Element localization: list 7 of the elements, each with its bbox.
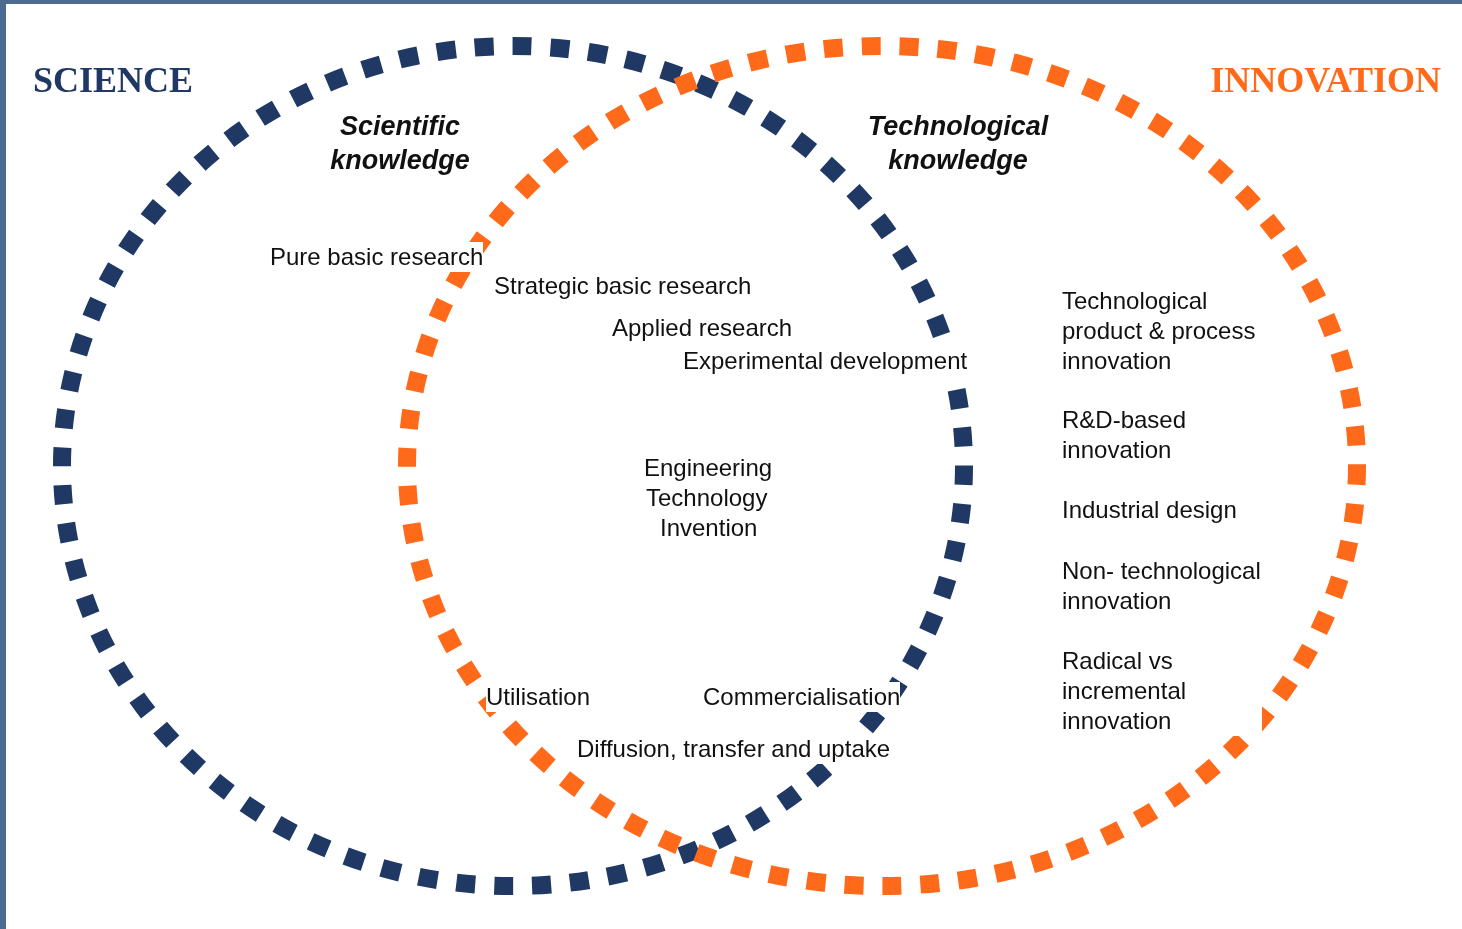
circle-heading: SCIENCE xyxy=(33,59,194,102)
label-text: Pure basic research xyxy=(270,242,484,272)
knowledge-heading: Scientific knowledge xyxy=(329,110,471,177)
label-text: Diffusion, transfer and uptake xyxy=(577,734,891,764)
label-text: Commercialisation xyxy=(703,682,901,712)
circle-heading: INNOVATION xyxy=(1210,59,1441,102)
knowledge-heading: Technological knowledge xyxy=(866,110,1050,177)
